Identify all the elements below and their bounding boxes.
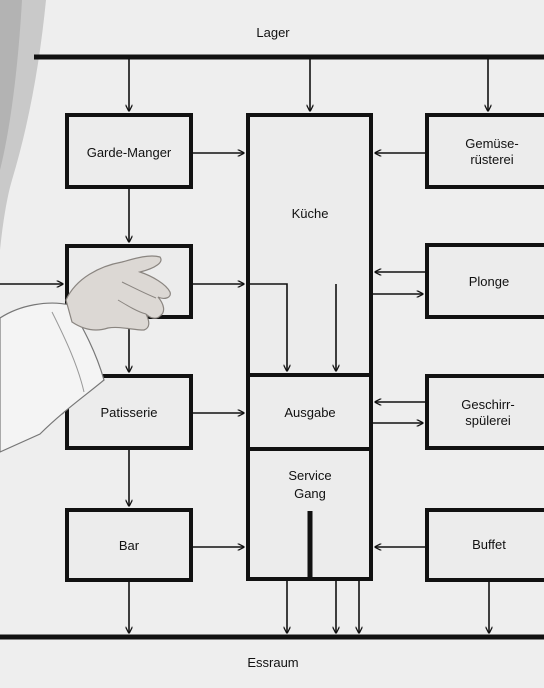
ausgabe-label: Ausgabe xyxy=(284,405,335,420)
gemuese-label-line1: Gemüse- xyxy=(465,136,518,151)
pointing-hand-illustration xyxy=(0,255,171,453)
service-gang-label-line2: Gang xyxy=(294,486,326,501)
arrow-hidden-station-ausgabe xyxy=(250,283,287,371)
finger-line-2 xyxy=(117,299,147,315)
kueche-label: Küche xyxy=(292,206,329,221)
shirt-sleeve xyxy=(0,302,105,453)
garde-manger-box xyxy=(65,113,193,189)
essraum-label: Essraum xyxy=(247,655,298,670)
buffet-label: Buffet xyxy=(472,537,506,552)
geschirr-label-line2: spülerei xyxy=(465,413,511,428)
plonge-box xyxy=(425,243,544,319)
finger-line-1 xyxy=(121,281,157,299)
buffet-box xyxy=(425,508,544,582)
bar-box xyxy=(65,508,193,582)
curtain-fold xyxy=(0,0,22,170)
ausgabe-box xyxy=(246,373,373,451)
gemuese-box xyxy=(425,113,544,189)
garde-manger-label: Garde-Manger xyxy=(87,145,172,160)
sleeve-fold xyxy=(51,311,85,393)
hand xyxy=(65,255,171,331)
patisserie-label: Patisserie xyxy=(100,405,157,420)
plonge-label: Plonge xyxy=(469,274,509,289)
service-gang-label-line1: Service xyxy=(288,468,331,483)
kueche-box xyxy=(246,113,373,377)
lager-label: Lager xyxy=(256,25,290,40)
gemuese-label-line2: rüsterei xyxy=(470,152,513,167)
geschirr-label-line1: Geschirr- xyxy=(461,397,514,412)
geschirr-box xyxy=(425,374,544,450)
bar-label: Bar xyxy=(119,538,140,553)
